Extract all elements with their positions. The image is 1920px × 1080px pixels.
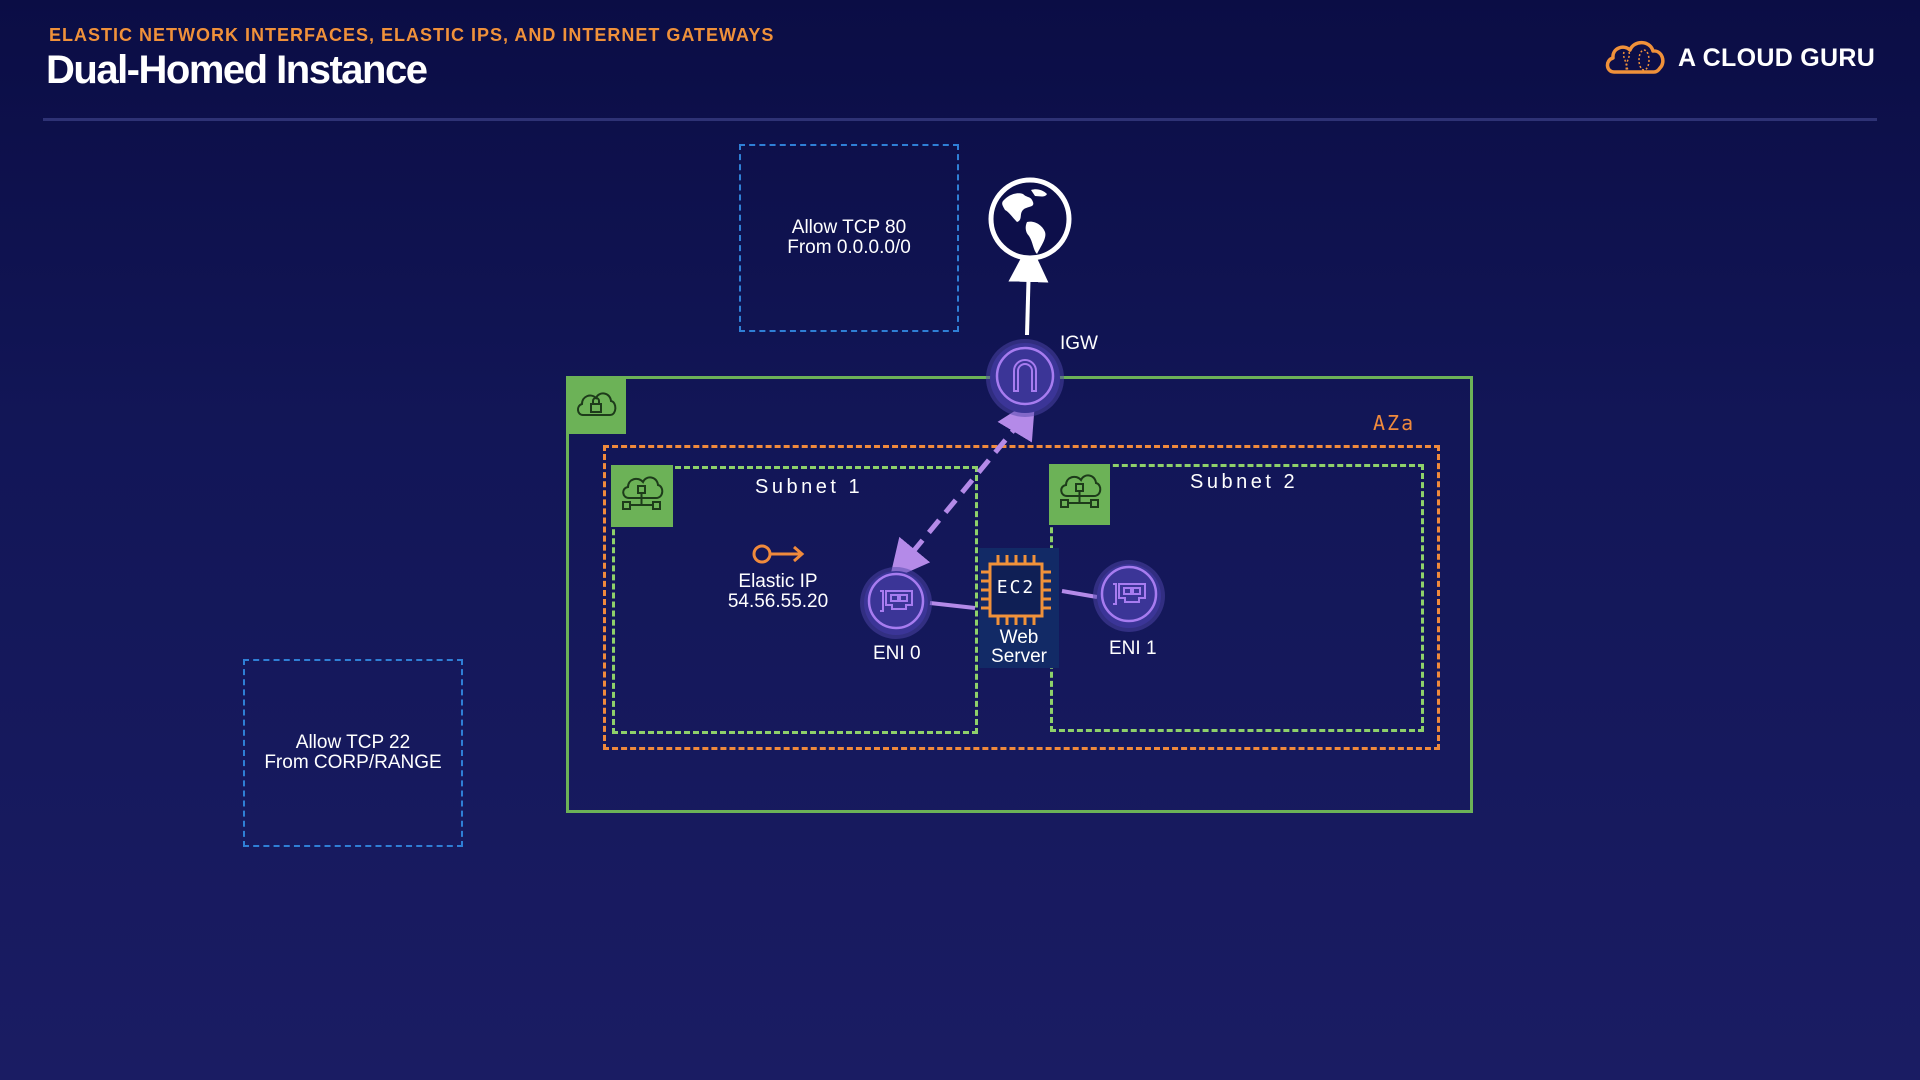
brand-logo: A CLOUD GURU — [1604, 36, 1875, 81]
ec2-label-line-2: Server — [991, 646, 1047, 667]
ec2-chip-text: EC2 — [996, 577, 1036, 598]
elastic-ip-address: 54.56.55.20 — [727, 591, 829, 612]
internet-gateway-node — [990, 343, 1060, 413]
subnet-1-label: Subnet 1 — [755, 476, 864, 498]
vpc-tile — [566, 376, 626, 434]
eni-0-node — [864, 571, 928, 635]
subnet-2-label: Subnet 2 — [1190, 471, 1299, 493]
cloud-guru-icon — [1604, 36, 1666, 81]
vpc-cloud-lock-icon — [575, 388, 617, 423]
ec2-label-line-1: Web — [999, 627, 1039, 648]
rule-line-1: Allow TCP 80 — [791, 217, 907, 238]
igw-circle — [990, 343, 1060, 413]
igw-to-eni0-dashed-arrow — [889, 418, 1024, 581]
internet-gateway-icon — [994, 345, 1056, 412]
security-group-rule-http: Allow TCP 80 From 0.0.0.0/0 — [787, 218, 911, 258]
elastic-ip-node — [752, 544, 806, 569]
internet-node — [987, 176, 1073, 267]
igw-label: IGW — [1060, 333, 1098, 354]
availability-zone-box — [603, 445, 1440, 750]
igw-to-internet-arrow — [1008, 242, 1049, 336]
header-divider — [43, 118, 1877, 121]
eni0-to-igw-arrowhead — [997, 397, 1036, 443]
ec2-label: Web Server — [979, 628, 1059, 666]
rule-line-1: Allow TCP 22 — [295, 732, 411, 753]
subnet-1-tile — [611, 465, 673, 527]
eni-1-circle — [1097, 564, 1161, 628]
subnet-cloud-icon — [619, 474, 665, 519]
ec2-chip — [978, 552, 1054, 633]
eni-1-node — [1097, 564, 1161, 628]
globe-icon — [987, 177, 1073, 266]
security-group-box-ssh: Allow TCP 22 From CORP/RANGE — [243, 659, 463, 847]
key-icon — [752, 544, 806, 568]
network-card-icon — [866, 571, 926, 636]
network-card-icon — [1099, 564, 1159, 629]
brand-name: A CLOUD GURU — [1678, 44, 1876, 72]
subnet-cloud-icon — [1057, 472, 1103, 517]
ec2-chip-icon — [978, 555, 1054, 632]
subnet-1-box — [612, 466, 978, 734]
slide-subtitle: ELASTIC NETWORK INTERFACES, ELASTIC IPS,… — [49, 25, 775, 45]
elastic-ip-text: Elastic IP 54.56.55.20 — [718, 572, 838, 612]
subnet-2-tile — [1049, 464, 1110, 525]
eni-0-circle — [864, 571, 928, 635]
slide-title: Dual-Homed Instance — [46, 48, 428, 92]
security-group-rule-ssh: Allow TCP 22 From CORP/RANGE — [264, 733, 441, 773]
ec2-chip-label: EC2 — [978, 577, 1054, 598]
availability-zone-label: AZa — [1373, 411, 1416, 435]
rule-line-2: From CORP/RANGE — [264, 752, 442, 773]
eni0-to-ec2-link — [929, 601, 976, 610]
ec2-to-eni1-link — [1061, 589, 1098, 599]
eni-1-label: ENI 1 — [1109, 638, 1157, 659]
eni-0-label: ENI 0 — [873, 643, 921, 664]
rule-line-2: From 0.0.0.0/0 — [787, 237, 911, 258]
security-group-box-http: Allow TCP 80 From 0.0.0.0/0 — [739, 144, 959, 332]
elastic-ip-label: Elastic IP — [738, 571, 818, 592]
